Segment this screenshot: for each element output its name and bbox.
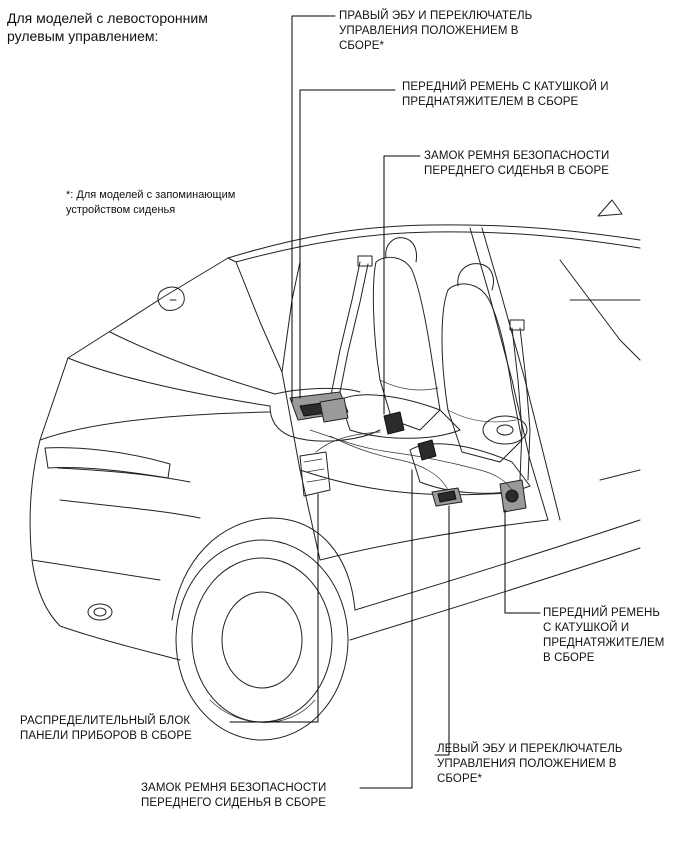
label-buckle-bottom: ЗАМОК РЕМНЯ БЕЗОПАСНОСТИ ПЕРЕДНЕГО СИДЕН…	[141, 782, 327, 809]
label-right-ecu: ПРАВЫЙ ЭБУ И ПЕРЕКЛЮЧАТЕЛЬ УПРАВЛЕНИЯ ПО…	[339, 10, 533, 52]
label-junction-block: РАСПРЕДЕЛИТЕЛЬНЫЙ БЛОК ПАНЕЛИ ПРИБОРОВ В…	[20, 715, 192, 742]
label-buckle-top: ЗАМОК РЕМНЯ БЕЗОПАСНОСТИ ПЕРЕДНЕГО СИДЕН…	[424, 150, 610, 177]
components	[289, 391, 527, 513]
page-heading: Для моделей с левосторонним рулевым упра…	[7, 10, 208, 44]
seat-belts	[329, 255, 531, 481]
front-seats	[339, 237, 531, 494]
footnote: *: Для моделей с запоминающим устройство…	[66, 189, 236, 216]
car-body-outline	[29, 199, 641, 741]
label-front-belt-right: ПЕРЕДНИЙ РЕМЕНЬ С КАТУШКОЙ И ПРЕДНАТЯЖИТ…	[543, 607, 665, 664]
label-left-ecu: ЛЕВЫЙ ЭБУ И ПЕРЕКЛЮЧАТЕЛЬ УПРАВЛЕНИЯ ПОЛ…	[437, 743, 623, 785]
label-front-belt-top: ПЕРЕДНИЙ РЕМЕНЬ С КАТУШКОЙ И ПРЕДНАТЯЖИТ…	[402, 81, 609, 108]
leader-lines	[229, 15, 541, 789]
